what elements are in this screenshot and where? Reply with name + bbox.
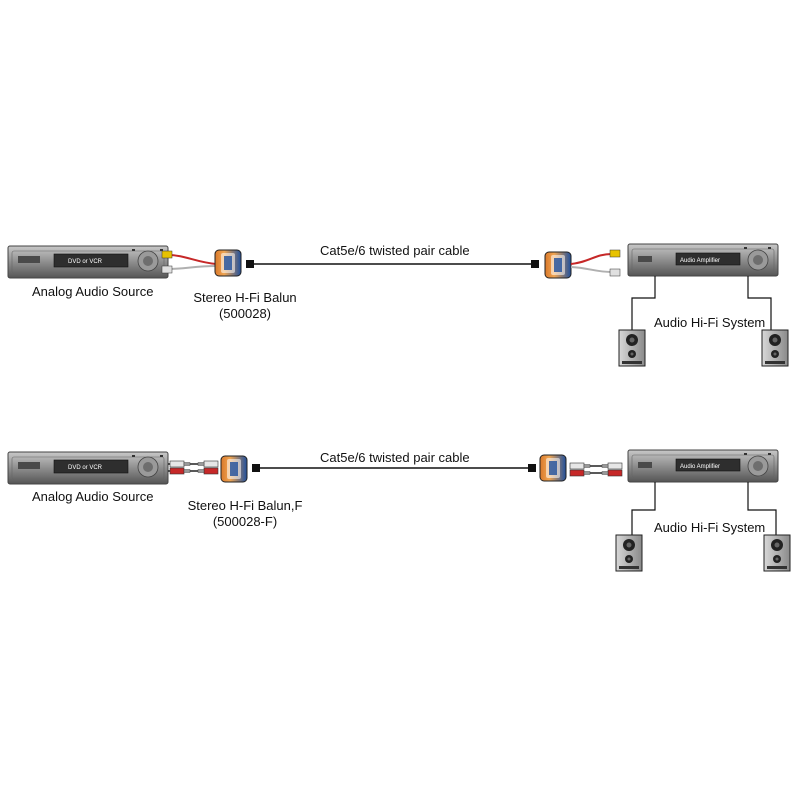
balun-icon [220, 455, 248, 483]
balun-part-2: (500028-F) [212, 514, 278, 529]
source-label-2: Analog Audio Source [32, 489, 154, 504]
rca-jack-icon [161, 265, 173, 274]
rca-plug-icon [169, 467, 191, 475]
rca-leads-source-2 [168, 460, 219, 475]
source-device-dvd-vcr-1: DVD or VCR [7, 245, 169, 279]
rca-leads-amp-1 [570, 249, 621, 277]
rca-leads-source-1 [161, 250, 217, 274]
speaker-icon [761, 329, 789, 367]
audio-amplifier-2: Audio Amplifier [627, 449, 779, 483]
speaker-wires-1 [631, 276, 772, 330]
rca-jack-icon [161, 250, 173, 259]
balun-icon [539, 454, 567, 482]
speaker-icon [763, 534, 791, 572]
audio-amplifier-1: Audio Amplifier [627, 243, 779, 277]
rca-plug-icon [197, 467, 219, 475]
system-label-1: Audio Hi-Fi System [654, 315, 766, 330]
speaker-icon [618, 329, 646, 367]
system-label-2: Audio Hi-Fi System [654, 520, 766, 535]
diagram-2: DVD or VCR [7, 449, 791, 572]
rca-plug-icon [601, 462, 623, 470]
balun-name-1: Stereo H-Fi Balun [193, 290, 297, 305]
rca-plug-icon [169, 460, 191, 468]
balun-icon [214, 249, 242, 277]
amplifier-device-text-2: Audio Amplifier [680, 464, 720, 470]
rca-jack-icon [609, 268, 621, 277]
cable-label-1: Cat5e/6 twisted pair cable [320, 243, 470, 258]
balun-name-2: Stereo H-Fi Balun,F [187, 498, 303, 513]
diagram-1: DVD or VCR [7, 243, 789, 367]
cat5-cable-1 [246, 260, 539, 268]
rca-plug-icon [601, 469, 623, 477]
amplifier-device-text-1: Audio Amplifier [680, 258, 720, 264]
rca-plug-icon [569, 469, 591, 477]
balun-icon [544, 251, 572, 279]
source-device-text-1: DVD or VCR [68, 259, 103, 265]
source-label-1: Analog Audio Source [32, 284, 154, 299]
balun-part-1: (500028) [218, 306, 272, 321]
cable-label-2: Cat5e/6 twisted pair cable [320, 450, 470, 465]
source-device-text-2: DVD or VCR [68, 465, 103, 471]
source-device-dvd-vcr-2: DVD or VCR [7, 451, 169, 485]
speaker-wires-2 [631, 482, 777, 535]
rca-plug-icon [569, 462, 591, 470]
speaker-icon [615, 534, 643, 572]
rca-plug-icon [197, 460, 219, 468]
rca-leads-amp-2 [569, 462, 623, 477]
rca-jack-icon [609, 249, 621, 258]
cat5-cable-2 [252, 464, 536, 472]
